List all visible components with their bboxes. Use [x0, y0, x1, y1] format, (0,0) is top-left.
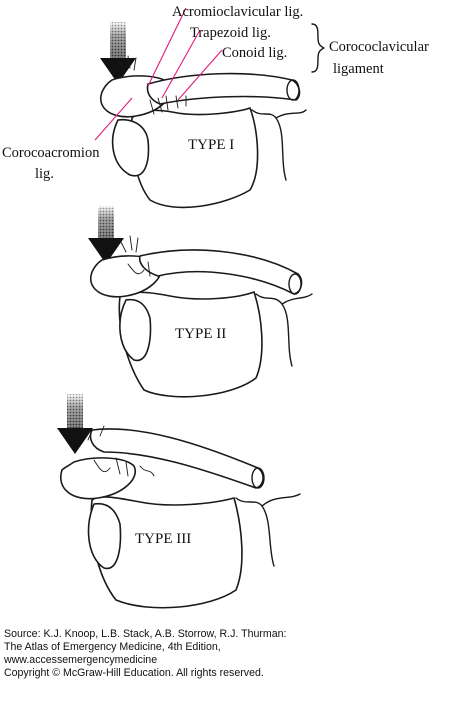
- coracoid-shape: [111, 118, 150, 177]
- leader-conoid: [177, 49, 223, 101]
- clavicle-shape: [138, 249, 303, 295]
- source-line-3: www.accessemergencymedicine: [4, 654, 158, 666]
- label-trapezoid: Trapezoid lig.: [190, 25, 271, 41]
- label-conoid: Conoid lig.: [222, 45, 287, 61]
- scapula-shape: [118, 291, 263, 398]
- type-3-label: TYPE III: [135, 531, 191, 547]
- label-acromioclavicular: Acromioclavicular lig.: [172, 4, 303, 20]
- source-line-1: Source: K.J. Knoop, L.B. Stack, A.B. Sto…: [4, 628, 287, 640]
- leader-trapezoid: [161, 29, 201, 99]
- leader-acromioclavicular: [147, 7, 187, 87]
- scapula-shape: [130, 107, 259, 209]
- label-coracoacromion-1: Corocoacromion: [2, 145, 100, 161]
- type-2-label: TYPE II: [175, 326, 226, 342]
- force-arrow-icon: [100, 22, 136, 84]
- scapula-shape: [90, 496, 243, 609]
- label-coracoclavicular-2: ligament: [333, 61, 384, 77]
- force-arrow-icon: [88, 206, 124, 264]
- type-1-illustration: [94, 7, 307, 209]
- acromion-shape: [59, 457, 137, 500]
- source-line-4: Copyright © McGraw-Hill Education. All r…: [4, 667, 264, 679]
- coracoid-shape: [87, 502, 122, 570]
- source-line-2: The Atlas of Emergency Medicine, 4th Edi…: [4, 641, 221, 653]
- label-coracoacromion-2: lig.: [35, 166, 54, 182]
- type-3-illustration: [57, 394, 301, 609]
- force-arrow-icon: [57, 394, 93, 454]
- brace-icon: [311, 23, 325, 73]
- type-1-label: TYPE I: [188, 137, 234, 153]
- type-2-illustration: [88, 206, 313, 398]
- leader-coracoacromion: [94, 97, 133, 141]
- coracoid-shape: [119, 298, 152, 362]
- label-coracoclavicular-1: Corococlavicular: [329, 39, 429, 55]
- source-citation: Source: K.J. Knoop, L.B. Stack, A.B. Sto…: [4, 628, 444, 680]
- clavicle-shape: [146, 72, 301, 105]
